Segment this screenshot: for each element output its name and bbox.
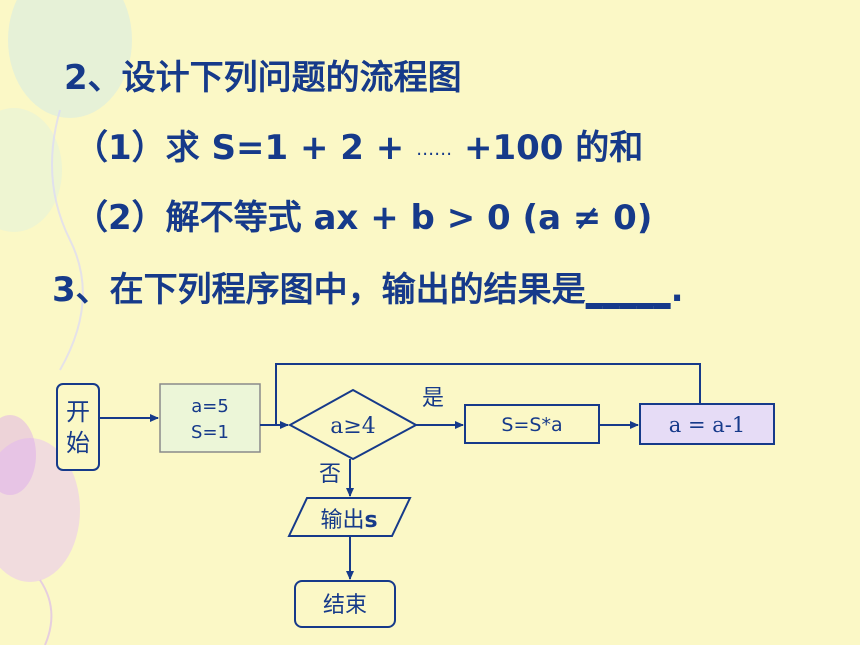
init-node: a=5 S=1	[159, 383, 261, 453]
question-text: 3、在下列程序图中，输出的结果是	[52, 270, 586, 310]
decision-node: a≥4	[287, 388, 419, 461]
multiply-node: S=S*a	[464, 404, 600, 444]
question-period: .	[670, 270, 684, 310]
output-label: 输出	[320, 508, 364, 533]
yes-label: 是	[422, 386, 444, 411]
init-a: a=5	[191, 396, 229, 417]
loop-back-line	[275, 363, 701, 425]
start-node: 开 始	[56, 383, 100, 471]
item-1-suffix: +100 的和	[463, 128, 644, 168]
answer-blank: _____	[585, 270, 671, 310]
start-label-2: 始	[66, 429, 90, 457]
start-label-1: 开	[66, 398, 90, 426]
end-label: 结束	[323, 593, 367, 618]
svg-text:输出s: 输出s	[320, 508, 377, 533]
problem-2-item-1: （1）求 S=1 + 2 + …… +100 的和	[74, 120, 643, 169]
ellipsis-dots: ……	[416, 139, 453, 160]
problem-2-item-2: （2）解不等式 ax + b > 0 (a ≠ 0)	[74, 198, 653, 238]
item-1-prefix: （1）求 S=1 + 2 +	[74, 128, 405, 168]
init-s: S=1	[191, 422, 229, 443]
no-label: 否	[319, 462, 341, 487]
output-var: s	[364, 508, 377, 533]
connectors	[99, 363, 701, 580]
output-node: 输出s	[287, 497, 412, 537]
decrement-node: a = a-1	[639, 403, 775, 445]
multiply-label: S=S*a	[501, 414, 562, 436]
problem-3-question: 3、在下列程序图中，输出的结果是_____.	[52, 262, 684, 311]
decrement-label: a = a-1	[669, 413, 745, 437]
problem-2-title: 2、设计下列问题的流程图	[64, 58, 462, 98]
end-node: 结束	[294, 580, 396, 628]
condition-label: a≥4	[330, 414, 376, 439]
